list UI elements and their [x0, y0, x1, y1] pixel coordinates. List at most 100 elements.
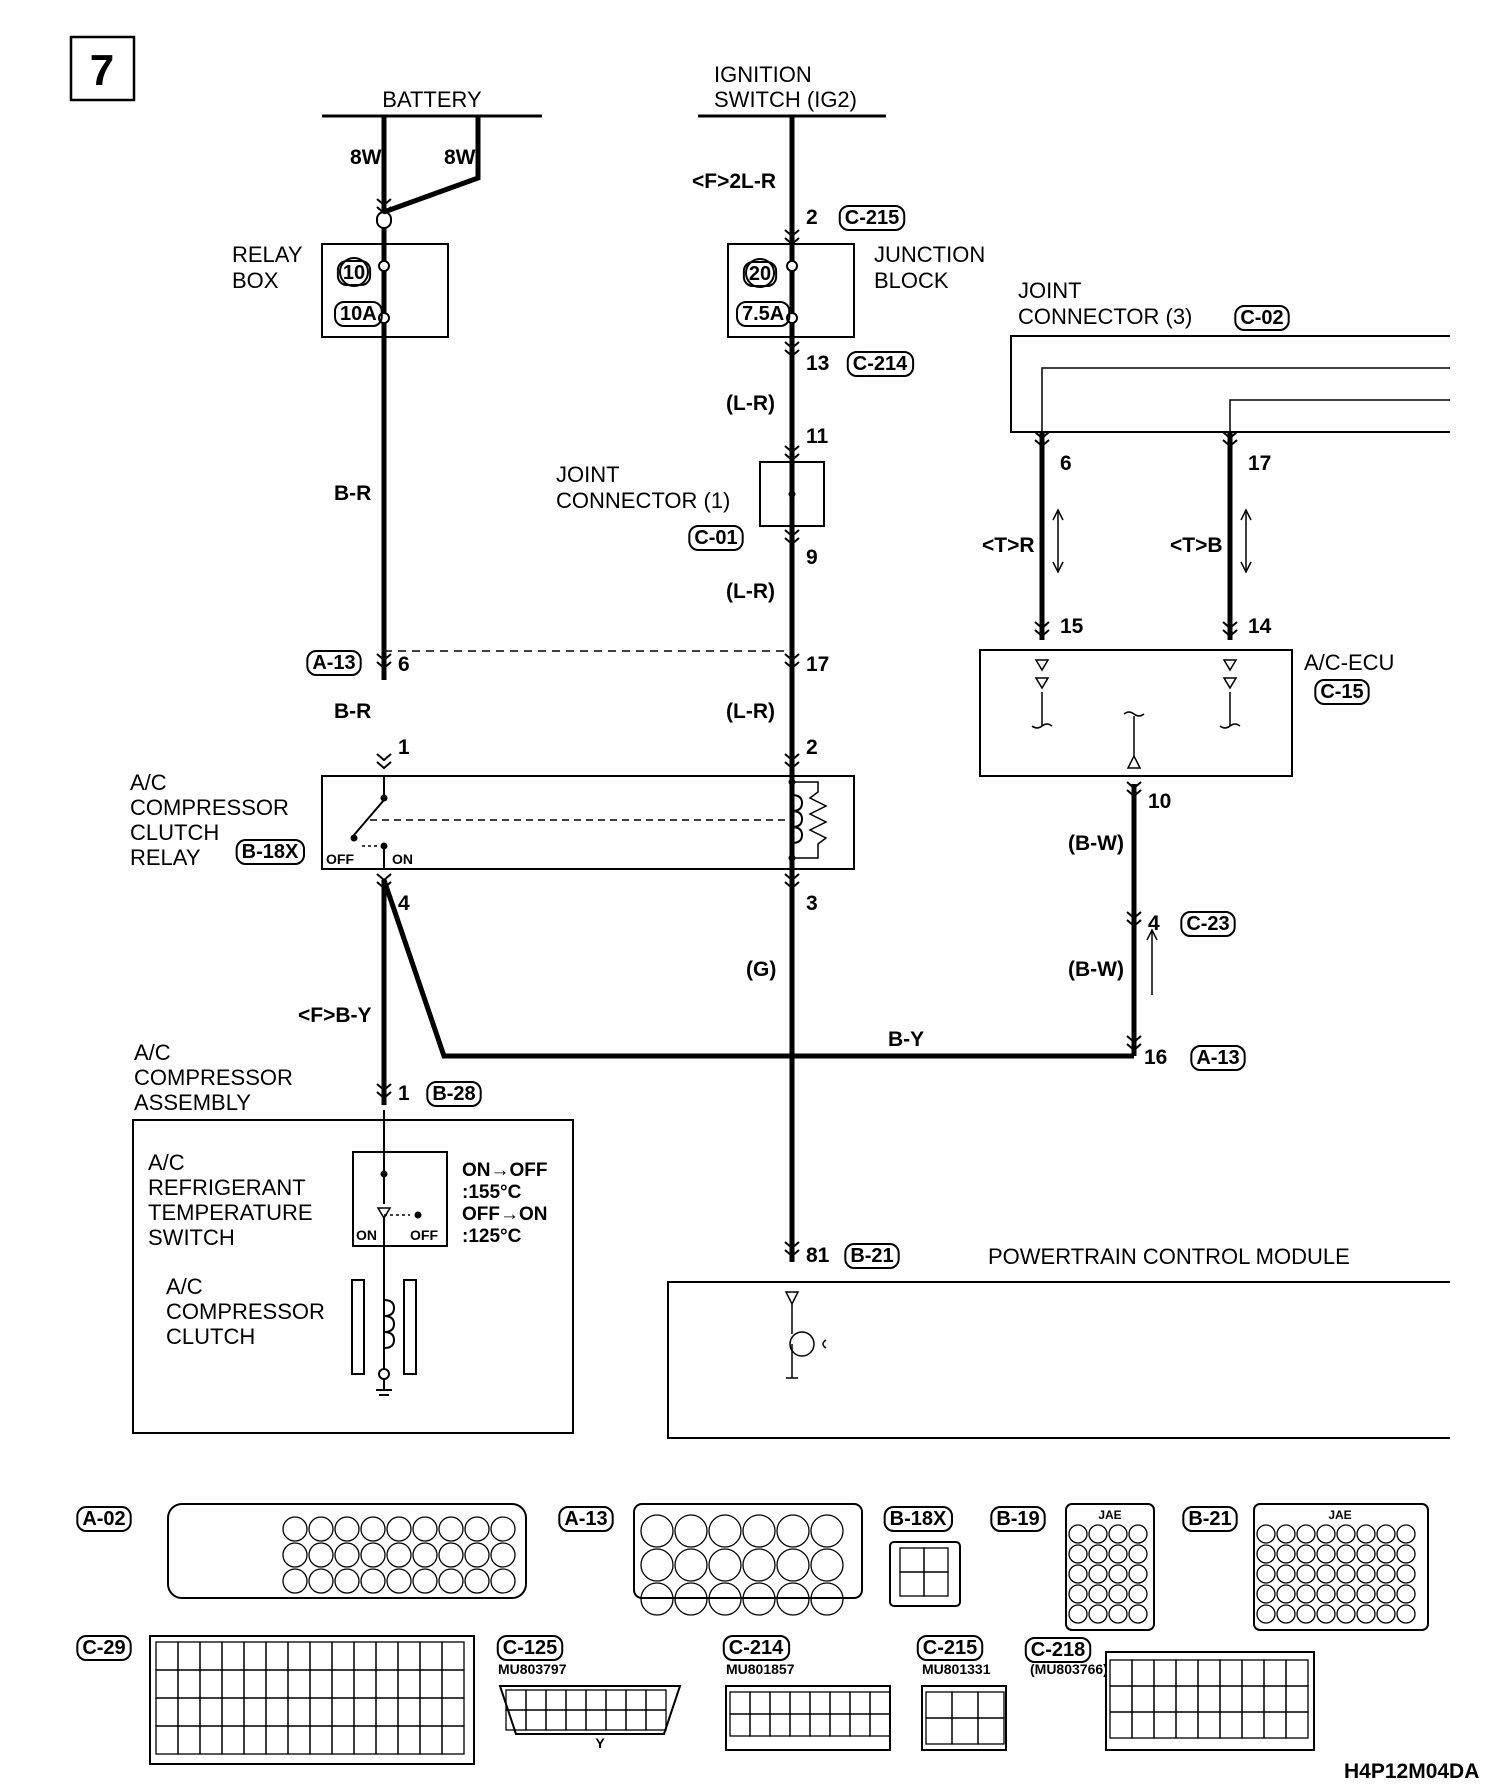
connector-pin-cell — [545, 1689, 567, 1711]
connector-pin-cell — [438, 1516, 464, 1542]
relay-connector: B-18X — [242, 841, 299, 863]
connector-pin-cell — [1131, 1685, 1155, 1713]
connector-pin-cell — [309, 1669, 333, 1699]
connector-tag-outline — [334, 301, 383, 327]
connector-pin-cell — [155, 1641, 179, 1671]
connector-pin-cell — [742, 1548, 776, 1582]
connector-pin-cell — [1336, 1584, 1356, 1604]
conn-b18x: B-18X — [890, 1508, 947, 1530]
jb-pin-out: 13 — [806, 352, 829, 375]
terminal-chevron — [784, 653, 800, 670]
connector-tag-outline — [916, 1635, 984, 1661]
terminal-chevron — [376, 198, 392, 215]
connector-pin-cell — [674, 1582, 708, 1616]
jb-fuse-no: 20 — [749, 263, 771, 285]
connector-pin-cell — [199, 1669, 223, 1699]
connector-pin-cell — [353, 1641, 377, 1671]
connector-pin-cell — [869, 1713, 891, 1737]
connector-pin-cell — [776, 1514, 810, 1548]
ignition-wire: <F>2L-R — [692, 170, 776, 193]
terminal-chevron — [1222, 621, 1238, 638]
connector-pin-cell — [1088, 1584, 1108, 1604]
connector-pin-cell — [438, 1568, 464, 1594]
ecu-pin-b: 14 — [1248, 615, 1272, 638]
wire-br-1: B-R — [334, 482, 371, 505]
connector-pin-cell — [287, 1725, 311, 1755]
jb-pin-in: 2 — [806, 206, 818, 229]
relay-label-4: RELAY — [130, 845, 201, 870]
connector-pin-cell — [287, 1669, 311, 1699]
relay-label-1: A/C — [130, 770, 167, 795]
connector-pin-cell — [1197, 1659, 1221, 1687]
terminal-chevron — [376, 1083, 392, 1100]
terminal-chevron — [1126, 911, 1142, 928]
connector-pin-cell — [1108, 1604, 1128, 1624]
connector-pin-cell — [809, 1691, 831, 1715]
connector-pin-cell — [221, 1641, 245, 1671]
connector-pin-cell — [309, 1641, 333, 1671]
connector-pin-cell — [1175, 1685, 1199, 1713]
connector-pin-cell — [1175, 1711, 1199, 1739]
connector-pin-cell — [829, 1713, 851, 1737]
relay-on: ON — [392, 851, 413, 867]
connector-pin-cell — [749, 1713, 771, 1737]
connector-pin-cell — [397, 1725, 421, 1755]
jb-label-2: BLOCK — [874, 268, 949, 293]
terminal-chevron — [784, 445, 800, 462]
connector-pin-cell — [1131, 1711, 1155, 1739]
connector-pin-cell — [221, 1697, 245, 1727]
connector-pin-cell — [1396, 1564, 1416, 1584]
connector-pin-cell — [1256, 1544, 1276, 1564]
connector-pin-cell — [360, 1516, 386, 1542]
connector-pin-cell — [1263, 1659, 1287, 1687]
connector-pin-cell — [1241, 1711, 1265, 1739]
connector-pin-cell — [810, 1582, 844, 1616]
connector-pin-cell — [951, 1717, 979, 1745]
jb-fuse-rating: 7.5A — [742, 303, 784, 325]
a13b-connector: A-13 — [1196, 1047, 1239, 1069]
connector-pin-cell — [1376, 1544, 1396, 1564]
wire-fby: <F>B-Y — [298, 1004, 372, 1027]
connector-pin-cell — [334, 1516, 360, 1542]
connector-pin-cell — [640, 1514, 674, 1548]
connector-pin-cell — [412, 1568, 438, 1594]
wire-bw-1: (B-W) — [1068, 832, 1124, 855]
connector-pin-cell — [1088, 1564, 1108, 1584]
connector-pin-cell — [177, 1641, 201, 1671]
connector-pin-cell — [899, 1547, 925, 1573]
connector-pin-cell — [177, 1669, 201, 1699]
connector-pin-cell — [1088, 1604, 1108, 1624]
terminal-chevron — [1222, 431, 1238, 448]
connector-tag-outline — [1182, 1506, 1238, 1532]
clutch-label-1: A/C — [166, 1274, 203, 1299]
connector-pin-cell — [1263, 1685, 1287, 1713]
connector-pin-cell — [155, 1725, 179, 1755]
terminal-chevron — [784, 873, 800, 890]
terminal-chevron — [784, 229, 800, 246]
connector-pin-cell — [1316, 1524, 1336, 1544]
connector-pin-cell — [829, 1691, 851, 1715]
wire-tr: <T>R — [982, 534, 1035, 557]
connector-pin-cell — [308, 1542, 334, 1568]
connector-pin-cell — [464, 1542, 490, 1568]
connector-tag-outline — [722, 1635, 791, 1661]
connector-pin-cell — [412, 1542, 438, 1568]
connector-pin-cell — [849, 1713, 871, 1737]
connector-pin-cell — [1336, 1524, 1356, 1544]
conn-b21: B-21 — [1188, 1508, 1231, 1530]
connector-pin-cell — [1128, 1604, 1148, 1624]
connector-pin-cell — [729, 1713, 751, 1737]
connector-pin-cell — [1376, 1584, 1396, 1604]
connector-tag-outline — [426, 1081, 482, 1107]
connector-pin-cell — [951, 1691, 979, 1719]
connector-pin-cell — [1256, 1524, 1276, 1544]
ts-label-1: A/C — [148, 1150, 185, 1175]
terminal-chevron — [376, 653, 392, 670]
jc1-pin-out: 9 — [806, 546, 818, 569]
jc3-pin-a: 6 — [1060, 452, 1072, 475]
connector-pin-cell — [640, 1582, 674, 1616]
conn-c29: C-29 — [82, 1637, 125, 1659]
comp-label-1: A/C — [134, 1040, 171, 1065]
ecu-pin-a: 15 — [1060, 615, 1084, 638]
pcm-pin: 81 — [806, 1244, 830, 1267]
